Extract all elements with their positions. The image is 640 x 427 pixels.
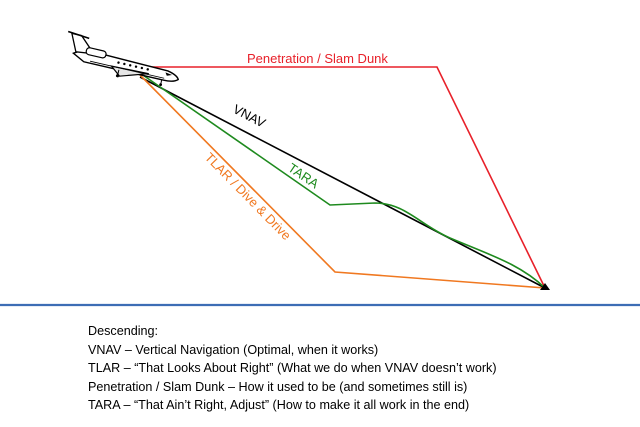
legend-line-tlar: TLAR – “That Looks About Right” (What we… [88, 361, 497, 376]
tlar-path [139, 74, 546, 289]
legend: Descending: VNAV – Vertical Navigation (… [88, 322, 628, 415]
slam-dunk-label: Penetration / Slam Dunk [247, 51, 388, 66]
legend-line-slam-dunk: Penetration / Slam Dunk – How it used to… [88, 379, 468, 394]
legend-heading: Descending: [88, 324, 159, 338]
legend-line-tara: TARA – “That Ain’t Right, Adjust” (How t… [88, 398, 470, 413]
tlar-label: TLAR / Dive & Drive [202, 150, 294, 243]
aircraft-icon [67, 30, 180, 87]
runway-threshold-marker-icon [540, 283, 550, 290]
tara-path [139, 72, 546, 289]
legend-line-vnav: VNAV – Vertical Navigation (Optimal, whe… [88, 342, 379, 357]
slam-dunk-path [150, 66, 546, 289]
vnav-path [139, 76, 546, 289]
